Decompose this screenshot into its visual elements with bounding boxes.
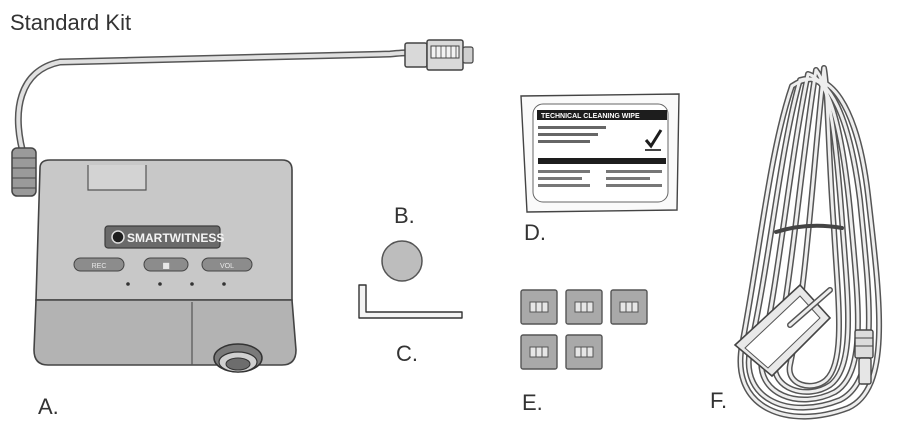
item-label-d: D. — [524, 220, 546, 245]
pad-4 — [520, 334, 558, 370]
stop-button-label: ■ — [162, 261, 170, 270]
page-title: Standard Kit — [10, 10, 132, 35]
pad-1 — [520, 289, 558, 325]
camera-lens-icon — [213, 343, 263, 373]
pad-3 — [610, 289, 648, 325]
cleaning-wipe-d: TECHNICAL CLEANING WIPE — [520, 93, 680, 213]
item-label-e: E. — [522, 390, 543, 415]
adhesive-pads-e — [520, 289, 648, 370]
device-button-vol: VOL — [201, 257, 253, 272]
hex-key-c — [358, 284, 463, 319]
ethernet-plug-icon — [404, 39, 474, 71]
device-button-rec: REC — [73, 257, 125, 272]
wipe-heading: TECHNICAL CLEANING WIPE — [541, 113, 640, 120]
pad-2 — [565, 289, 603, 325]
vol-button-label: VOL — [220, 263, 234, 270]
cable-end-plug-icon — [854, 329, 874, 385]
brand-label: SMARTWITNESS — [127, 231, 224, 245]
pad-5 — [565, 334, 603, 370]
item-label-c: C. — [396, 341, 418, 366]
coiled-cable-f — [733, 65, 883, 420]
rec-button-label: REC — [92, 263, 107, 270]
cable-strain-relief-icon — [11, 147, 37, 197]
checkmark-icon — [644, 129, 663, 149]
obd-connector-icon — [733, 283, 833, 378]
camera-device-a: SMARTWITNESS REC ■ VOL — [11, 39, 474, 373]
item-label-b: B. — [394, 203, 415, 228]
round-pad-b — [381, 240, 423, 282]
item-label-a: A. — [38, 394, 59, 419]
item-label-f: F. — [710, 388, 728, 413]
device-button-stop: ■ — [143, 257, 189, 272]
